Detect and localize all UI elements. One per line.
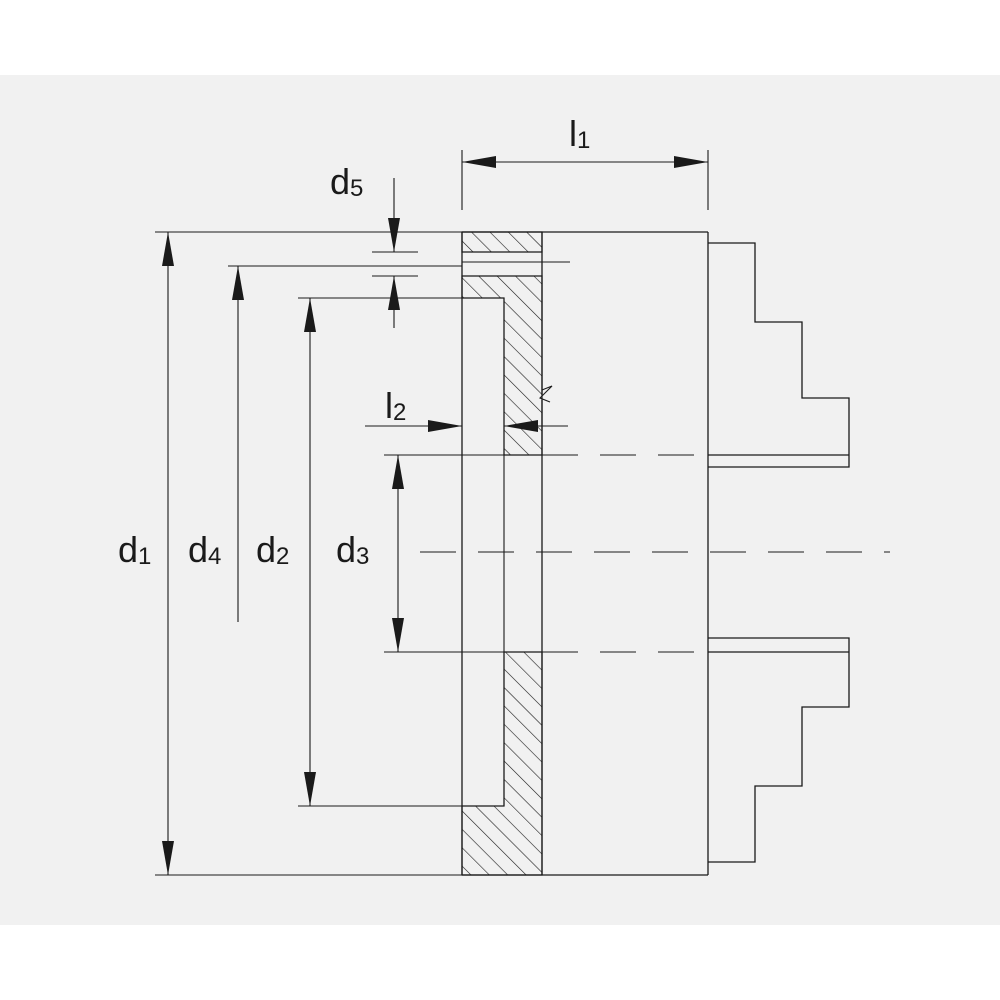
centre-lines xyxy=(420,454,890,653)
label-d3: d3 xyxy=(336,529,369,570)
label-l2: l2 xyxy=(385,385,406,426)
drawing-background xyxy=(0,75,1000,925)
dimension-d4 xyxy=(232,266,244,622)
label-d2: d2 xyxy=(256,529,289,570)
label-d1: d1 xyxy=(118,529,151,570)
label-d4: d4 xyxy=(188,529,221,570)
extension-lines xyxy=(155,150,709,876)
dimension-d2 xyxy=(304,298,316,806)
dimension-d5 xyxy=(388,178,400,328)
hatch-top-ring xyxy=(461,231,543,253)
dimension-d1 xyxy=(162,232,174,875)
label-d5: d5 xyxy=(330,161,363,202)
dimension-l2 xyxy=(365,420,568,432)
dimension-l1 xyxy=(462,156,708,168)
jaw-lower xyxy=(708,637,850,863)
break-mark xyxy=(539,385,553,403)
label-l1: l1 xyxy=(569,113,590,154)
jaw-upper xyxy=(708,242,850,468)
dimension-d3 xyxy=(392,455,404,652)
